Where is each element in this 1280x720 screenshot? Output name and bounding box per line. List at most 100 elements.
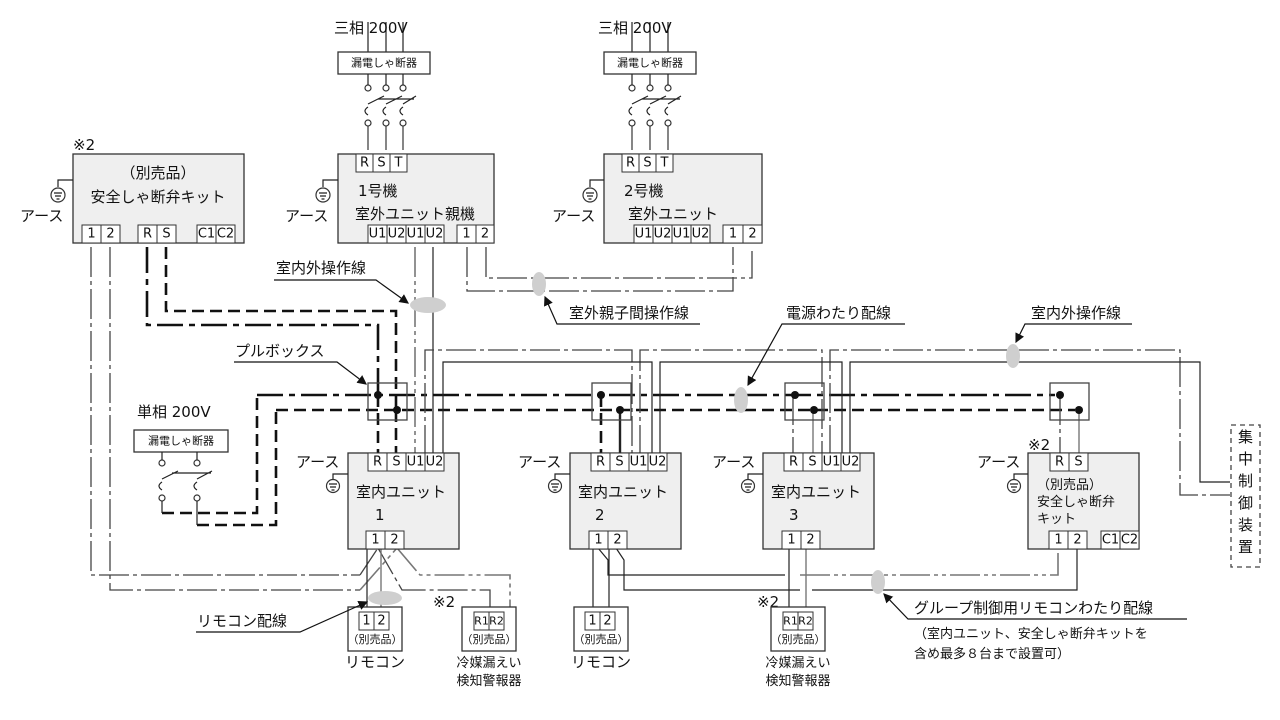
pull-box-2	[591, 382, 632, 421]
svg-text:R2: R2	[489, 615, 504, 628]
svg-text:R1: R1	[783, 615, 798, 628]
svg-text:冷媒漏えい: 冷媒漏えい	[765, 655, 830, 671]
svg-text:U2: U2	[388, 227, 406, 242]
indoor-2-number: 2	[595, 506, 605, 524]
note-mark: ※2	[1028, 436, 1050, 454]
pull-box-3	[784, 382, 825, 421]
earth-label: アース	[20, 207, 63, 225]
breaker-symbols	[158, 84, 682, 525]
wire-kit-S	[164, 247, 398, 410]
wire-io-1a	[424, 349, 633, 455]
svg-text:T: T	[660, 156, 669, 171]
svg-text:2: 2	[390, 533, 398, 548]
indoor-unit-1: R S U1 U2 室内ユニット 1 1 2 アース	[296, 452, 460, 550]
svg-text:U2: U2	[649, 455, 667, 470]
kit-left-line2: 安全しゃ断弁キット	[90, 188, 225, 206]
svg-text:2: 2	[377, 614, 385, 629]
svg-text:1: 1	[371, 533, 379, 548]
wire-kit-1	[90, 247, 360, 576]
svg-text:（別売品）: （別売品）	[771, 633, 826, 646]
earth-label: アース	[977, 453, 1020, 471]
svg-text:U2: U2	[654, 227, 672, 242]
svg-text:（別売品）: （別売品）	[462, 633, 517, 646]
svg-text:U2: U2	[426, 227, 444, 242]
marker-io-2	[1006, 344, 1020, 368]
svg-text:U1: U1	[673, 227, 691, 242]
remote-2: 1 2 （別売品） リモコン	[571, 606, 631, 671]
marker-group	[871, 570, 885, 594]
wire-kit-2	[109, 247, 360, 591]
svg-text:C1: C1	[1102, 533, 1119, 548]
svg-text:2: 2	[603, 614, 611, 629]
breaker-boxes: 漏電しゃ断器 漏電しゃ断器 漏電しゃ断器	[133, 51, 697, 460]
earth-icon	[50, 187, 66, 203]
wire-io-2b	[659, 361, 843, 455]
svg-text:S: S	[162, 227, 170, 242]
svg-text:1: 1	[594, 533, 602, 548]
wire-grp-e	[800, 548, 1059, 576]
svg-text:2: 2	[106, 227, 114, 242]
breaker-box-1	[337, 51, 431, 75]
svg-text:R: R	[596, 455, 605, 470]
outdoor-1-number: 1号機	[358, 182, 398, 200]
svg-text:U2: U2	[692, 227, 710, 242]
earth-icon	[315, 187, 331, 203]
pull-boxes	[367, 382, 1090, 421]
kit-right-line1: （別売品）	[1037, 477, 1102, 493]
svg-text:S: S	[643, 156, 651, 171]
outdoor-1-name: 室外ユニット親機	[355, 205, 475, 223]
safety-kit-left: ※2 （別売品） 安全しゃ断弁キット 1 2 R S C1 C2 アース	[20, 136, 245, 244]
kit-left-terminals: 1 2 R S C1 C2	[81, 224, 236, 244]
callout-group-note-1: （室内ユニット、安全しゃ断弁キットを	[914, 626, 1148, 642]
svg-text:U1: U1	[407, 227, 425, 242]
svg-text:1: 1	[87, 227, 95, 242]
central-controller: 集 中 制 御 装 置	[1230, 424, 1261, 568]
breaker-label-2: 漏電しゃ断器	[617, 56, 683, 70]
kit-right-line2: 安全しゃ断弁	[1037, 494, 1115, 510]
svg-text:R2: R2	[798, 615, 813, 628]
breaker-box-3	[133, 429, 229, 453]
indoor-unit-2: R S U1 U2 室内ユニット 2 1 2 アース	[518, 452, 682, 550]
earth-icon	[582, 187, 598, 203]
svg-text:検知警報器: 検知警報器	[456, 673, 521, 689]
marker-parent-child	[532, 272, 546, 296]
earth-icon	[1006, 478, 1022, 494]
supply-label-2: 三相 200V	[598, 19, 672, 37]
pull-box-4	[1049, 382, 1090, 421]
indoor-3-name: 室内ユニット	[771, 483, 861, 501]
pull-box-1	[367, 382, 408, 421]
callout-io-control-1: 室内外操作線	[276, 259, 366, 277]
wire-grp-c	[597, 547, 785, 576]
svg-text:C2: C2	[1121, 533, 1138, 548]
wire-io-1b	[442, 361, 653, 455]
remote-2-label: リモコン	[571, 653, 631, 671]
earth-label: アース	[296, 453, 339, 471]
breaker-switch-3	[158, 459, 213, 525]
outdoor-unit-1: R S T 1号機 室外ユニット親機 U1 U2 U1 U2 1 2 アース	[285, 153, 495, 244]
svg-text:2: 2	[806, 533, 814, 548]
kit-right-line3: キット	[1037, 512, 1076, 527]
callout-pull-box: プルボックス	[235, 342, 325, 360]
svg-text:2: 2	[1073, 533, 1081, 548]
cable-markers	[368, 272, 1020, 605]
callout-io-control-2: 室内外操作線	[1031, 304, 1121, 322]
wire-grp-a	[359, 547, 491, 608]
wire-io-3a	[829, 349, 1230, 496]
svg-text:2: 2	[613, 533, 621, 548]
svg-text:R: R	[1055, 455, 1064, 470]
breaker-switch-1	[364, 84, 417, 127]
svg-text:制: 制	[1238, 472, 1253, 490]
earth-label: アース	[552, 207, 595, 225]
indoor-1-name: 室内ユニット	[356, 483, 446, 501]
wire-supply-S	[197, 410, 278, 527]
wire-parent-child-1	[466, 247, 734, 292]
indoor-unit-3: R S U1 U2 室内ユニット 3 1 2 アース	[712, 452, 875, 550]
earth-icon	[325, 478, 341, 494]
svg-text:1: 1	[787, 533, 795, 548]
marker-remote	[368, 591, 402, 605]
callout-power-crossover: 電源わたり配線	[786, 304, 891, 322]
supply1-lines	[367, 22, 404, 52]
outdoor-unit-2: R S T 2号機 室外ユニット U1 U2 U1 U2 1 2 アース	[552, 153, 763, 244]
earth-label: アース	[712, 453, 755, 471]
